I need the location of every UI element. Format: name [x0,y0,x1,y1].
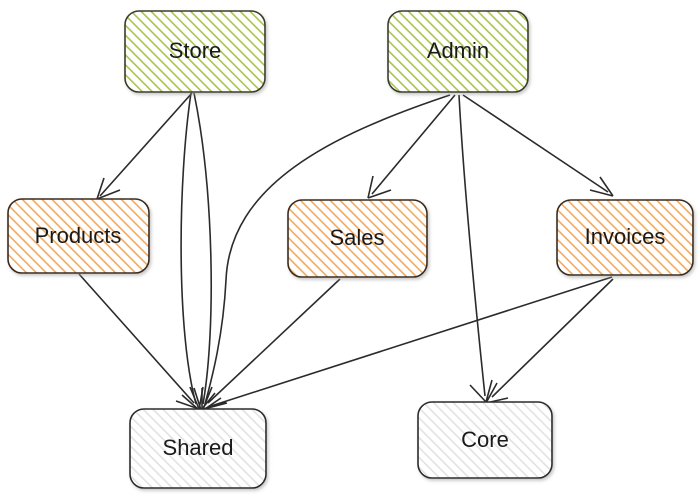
edge-admin-invoices [462,94,614,197]
node-admin[interactable]: Admin [387,10,529,93]
node-sales[interactable]: Sales [287,199,428,278]
edge-invoices-shared [203,276,613,416]
node-invoices-shape[interactable] [556,199,694,276]
edge-store-products [96,92,193,200]
node-store-shape[interactable] [124,10,266,93]
edge-admin-core [458,94,493,403]
node-layer: Store Admin Products Sales Invoices Shar [7,10,694,489]
node-shared-shape[interactable] [129,408,267,489]
edge-admin-sales [367,94,456,199]
node-core[interactable]: Core [417,401,553,479]
edge-store-shared-b [193,92,216,411]
node-products-shape[interactable] [7,198,150,274]
edge-sales-shared [202,278,341,410]
node-shared[interactable]: Shared [129,408,267,489]
node-admin-shape[interactable] [387,10,529,93]
node-sales-shape[interactable] [287,199,428,278]
edge-products-shared [78,273,200,410]
node-products[interactable]: Products [7,198,150,274]
node-store[interactable]: Store [124,10,266,93]
node-core-shape[interactable] [417,401,553,479]
node-invoices[interactable]: Invoices [556,199,694,276]
edge-layer [78,92,614,416]
edge-store-shared-a [180,92,204,411]
